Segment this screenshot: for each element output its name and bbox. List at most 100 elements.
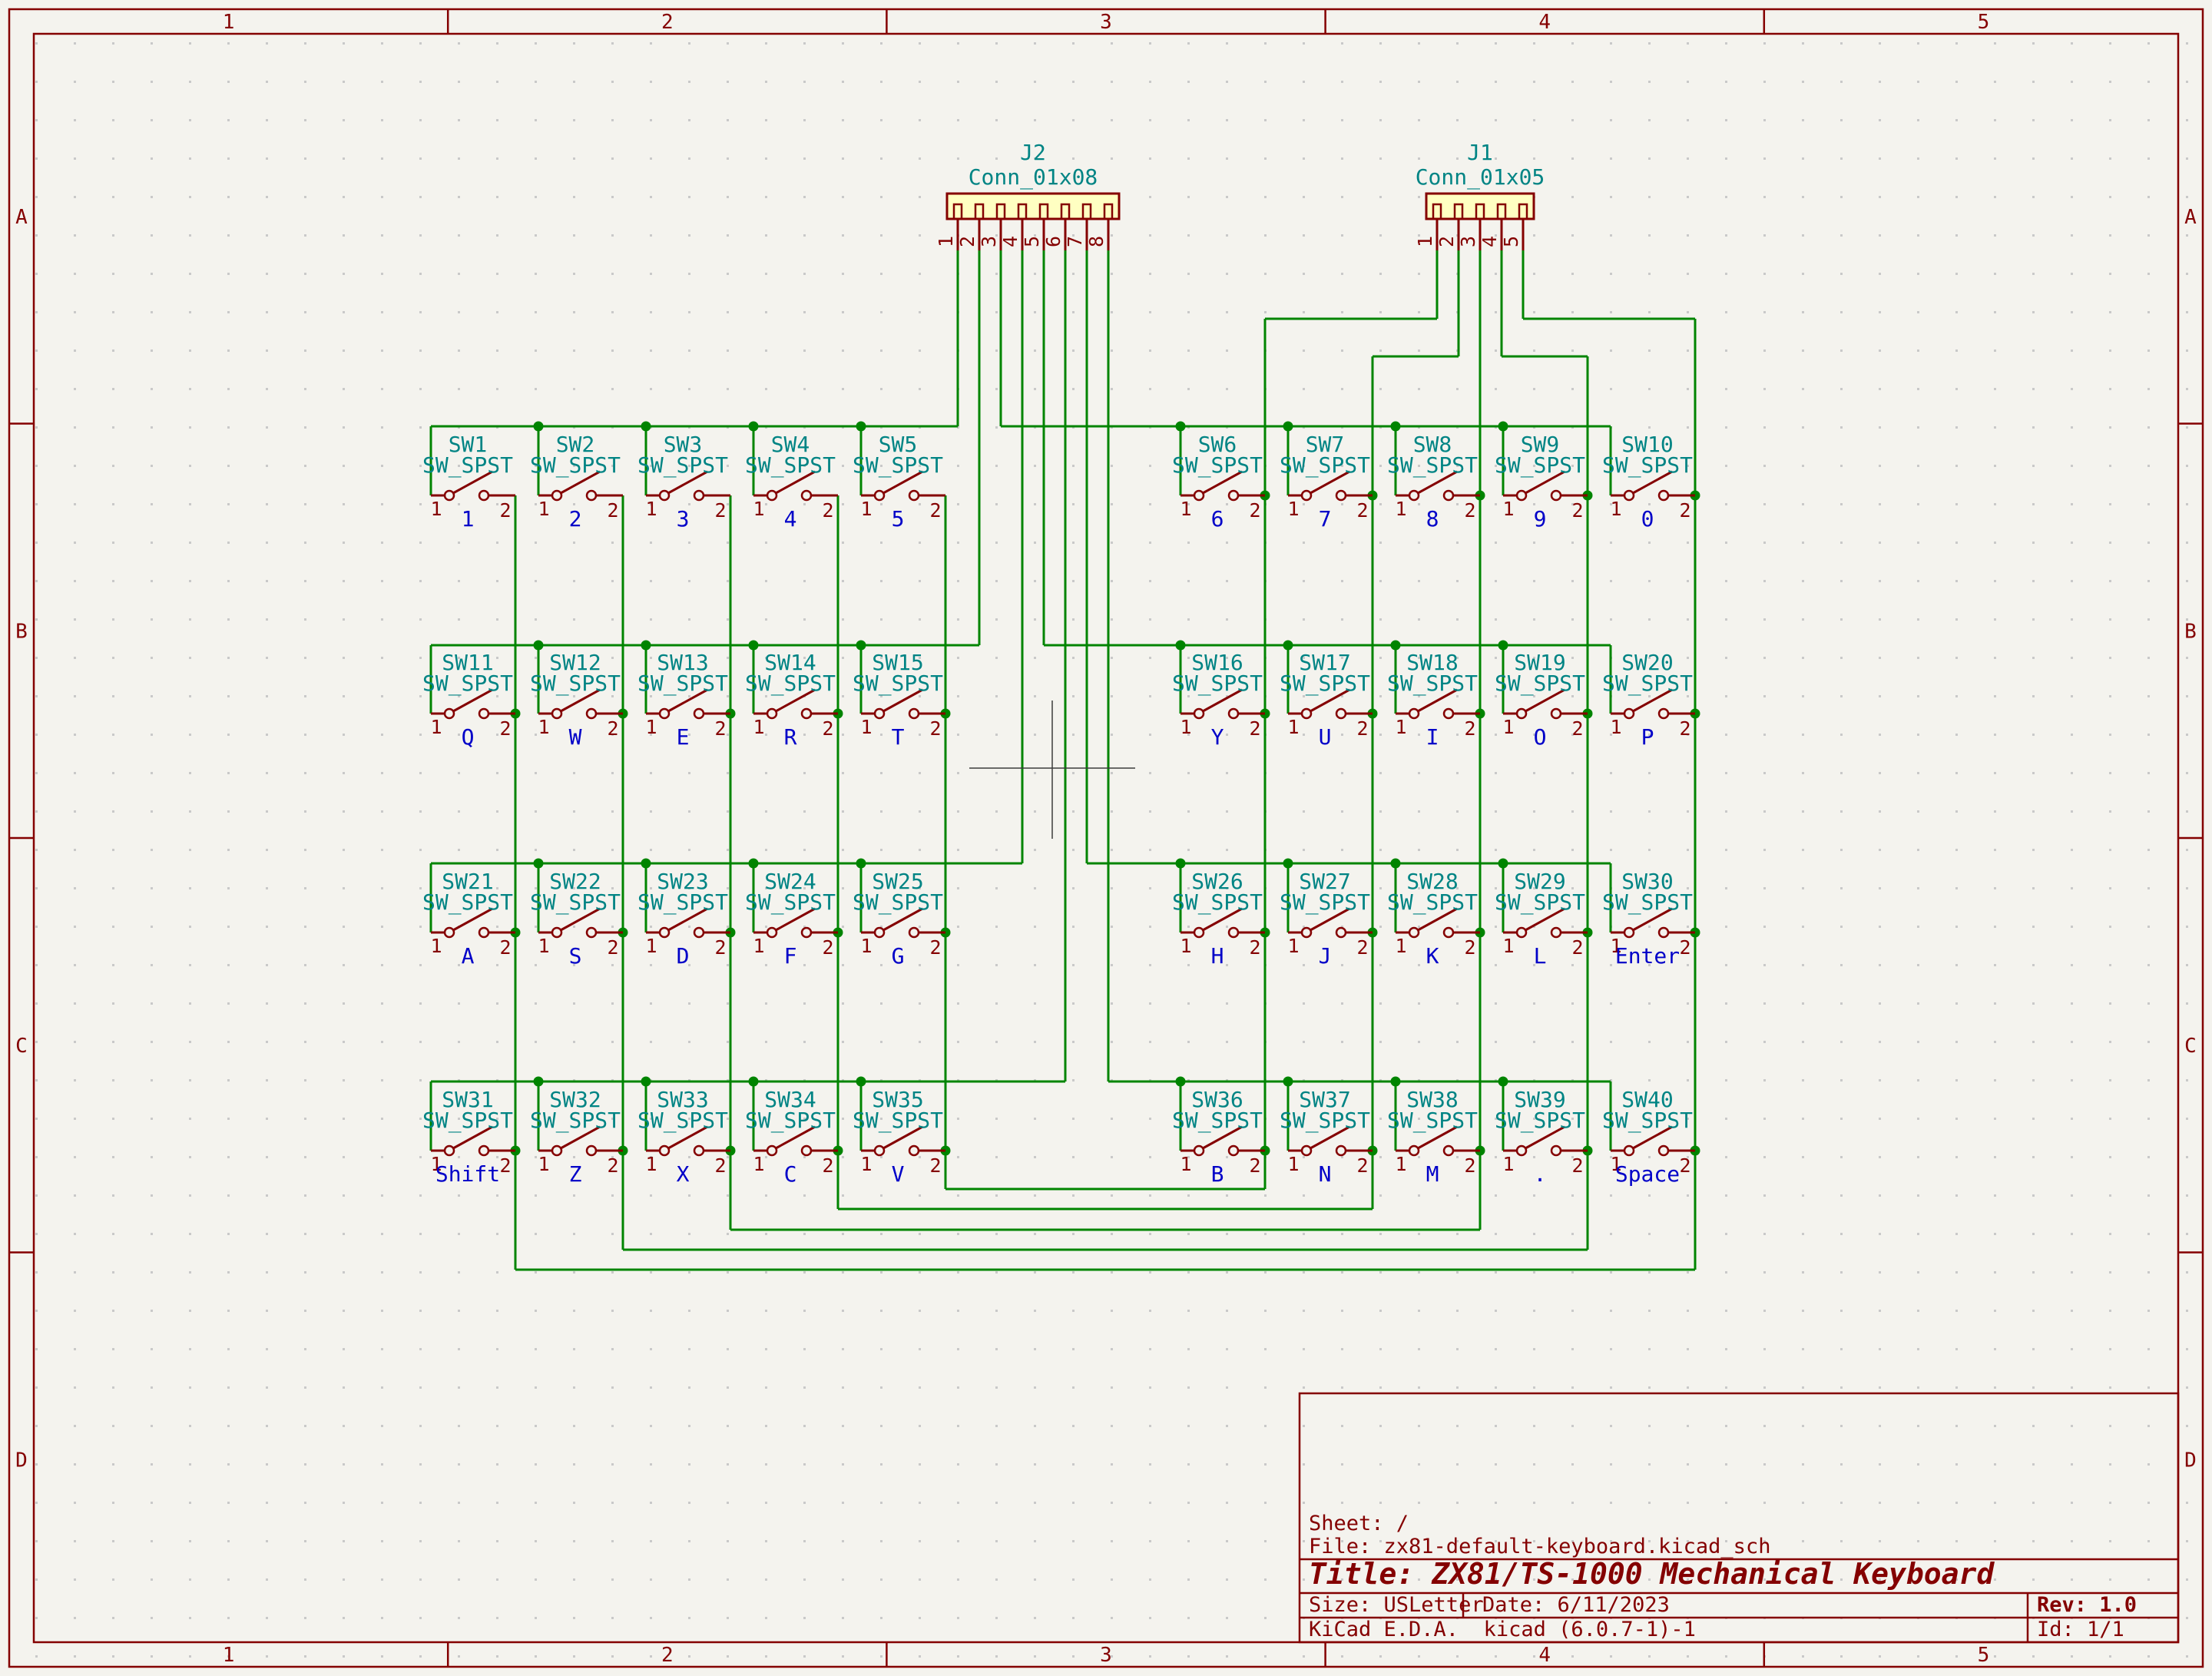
switch-lever[interactable]: [775, 688, 816, 713]
switch-lever[interactable]: [1525, 470, 1565, 495]
switch-lever[interactable]: [452, 688, 493, 713]
switch-lever[interactable]: [1202, 1125, 1243, 1150]
switch-lever[interactable]: [1310, 1125, 1350, 1150]
switch-lever[interactable]: [1202, 907, 1243, 932]
switch-reference: SW9: [1521, 432, 1560, 457]
switch-lever[interactable]: [667, 907, 708, 932]
switch-reference: SW24: [764, 869, 816, 894]
switch-value: SW_SPST: [1602, 671, 1693, 697]
switch-pin-number: 1: [1610, 498, 1621, 520]
switch-lever[interactable]: [452, 907, 493, 932]
switch-lever[interactable]: [775, 1125, 816, 1150]
switch-lever[interactable]: [1310, 688, 1350, 713]
switch-lever[interactable]: [1525, 688, 1565, 713]
switch-lever[interactable]: [667, 1125, 708, 1150]
switch-lever[interactable]: [1525, 1125, 1565, 1150]
switch-lever[interactable]: [1632, 470, 1673, 495]
switch-lever[interactable]: [882, 907, 923, 932]
switch-lever[interactable]: [1202, 688, 1243, 713]
switch-lever[interactable]: [560, 470, 601, 495]
switch-lever[interactable]: [882, 470, 923, 495]
switch-lever[interactable]: [1417, 470, 1458, 495]
switch-lever[interactable]: [882, 1125, 923, 1150]
switch-key-label: A: [462, 943, 475, 969]
switch-lever[interactable]: [452, 1125, 493, 1150]
switch-lever[interactable]: [667, 470, 708, 495]
switch-lever[interactable]: [452, 470, 493, 495]
connector-pin-number: 3: [1457, 236, 1479, 247]
switch-lever[interactable]: [775, 907, 816, 932]
switch-lever[interactable]: [775, 470, 816, 495]
switch-pin-number: 1: [430, 1153, 442, 1175]
switch-lever[interactable]: [1417, 907, 1458, 932]
switch-pin-number: 2: [607, 936, 618, 959]
switch-lever[interactable]: [882, 688, 923, 713]
switch-lever[interactable]: [1202, 470, 1243, 495]
switch-lever[interactable]: [1632, 688, 1673, 713]
switch-key-label: Shift: [435, 1161, 500, 1187]
switch-lever[interactable]: [560, 688, 601, 713]
switch-contact: [443, 707, 455, 720]
switch-lever[interactable]: [1310, 907, 1350, 932]
switch-lever[interactable]: [1632, 1125, 1673, 1150]
switch-pin-number: 2: [714, 717, 726, 740]
switch-lever[interactable]: [560, 907, 601, 932]
switch-lever[interactable]: [560, 1125, 601, 1150]
switch-value: SW_SPST: [1495, 452, 1585, 479]
switch-key-label: V: [892, 1161, 905, 1187]
switch-contact: [873, 926, 886, 939]
switch-lever[interactable]: [1417, 1125, 1458, 1150]
switch-lever[interactable]: [1417, 688, 1458, 713]
switch-key-label: 5: [892, 506, 905, 532]
switch-lever[interactable]: [667, 688, 708, 713]
title-block-generator: KiCad E.D.A. kicad (6.0.7-1)-1: [1309, 1618, 1696, 1641]
switch-lever[interactable]: [1525, 907, 1565, 932]
frame-column-label: 1: [223, 1644, 235, 1667]
switch-lever[interactable]: [1632, 907, 1673, 932]
switch-lever[interactable]: [1310, 470, 1350, 495]
